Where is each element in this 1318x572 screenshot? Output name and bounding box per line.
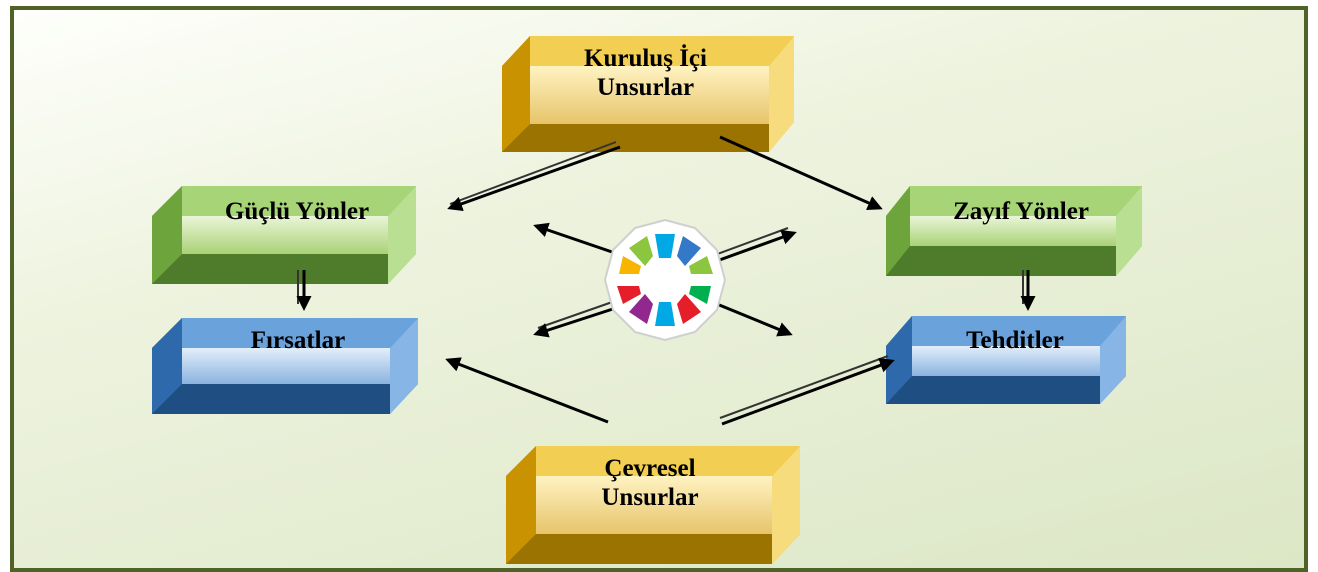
box-strengths bbox=[152, 186, 416, 284]
diagram-canvas bbox=[152, 36, 1142, 564]
arrow-center-up-right bbox=[711, 227, 797, 264]
label-opportunities: Fırsatlar bbox=[250, 327, 346, 354]
arrow-weaknesses-to-threats bbox=[1020, 270, 1036, 311]
box-threats bbox=[886, 316, 1126, 404]
diagram-frame bbox=[10, 6, 1308, 572]
label-threats: Tehditler bbox=[966, 327, 1064, 354]
arrow-internal-to-strengths bbox=[447, 141, 621, 212]
arrow-environmental-to-opportunities bbox=[445, 357, 609, 424]
star-rosette-icon bbox=[603, 218, 727, 342]
label-strengths: Güçlü Yönler bbox=[224, 198, 370, 225]
label-environmental-factors: Çevresel Unsurlar bbox=[601, 455, 699, 511]
box-internal-factors bbox=[502, 36, 794, 152]
arrow-strengths-to-opportunities bbox=[296, 270, 312, 311]
arrow-center-up-left bbox=[533, 222, 619, 256]
box-weaknesses bbox=[886, 186, 1142, 276]
arrow-center-down-left bbox=[533, 299, 623, 338]
box-opportunities bbox=[152, 318, 418, 414]
arrow-center-down-right bbox=[711, 300, 793, 337]
box-environmental-factors bbox=[506, 446, 800, 564]
arrow-environmental-to-threats bbox=[719, 355, 895, 426]
arrow-internal-to-weaknesses bbox=[719, 135, 883, 210]
label-weaknesses: Zayıf Yönler bbox=[953, 198, 1089, 225]
label-internal-factors: Kuruluş İçi Unsurlar bbox=[584, 45, 707, 101]
